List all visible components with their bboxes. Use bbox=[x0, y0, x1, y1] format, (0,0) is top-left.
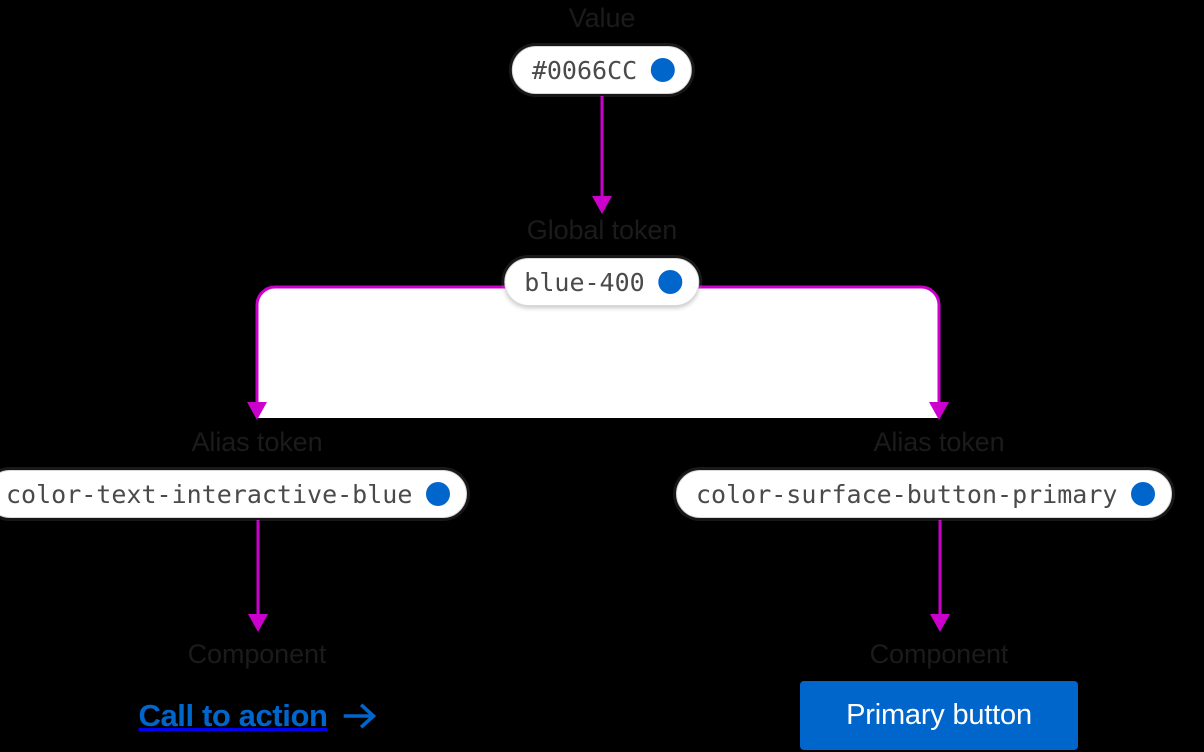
token-pill-value[interactable]: #0066CC bbox=[511, 46, 693, 94]
token-pill-value-text: #0066CC bbox=[531, 55, 638, 85]
token-pill-alias-surface-button-primary[interactable]: color-surface-button-primary bbox=[676, 470, 1173, 518]
arrowhead-bracket-left bbox=[247, 402, 267, 420]
stage-label-alias-token-right: Alias token bbox=[873, 427, 1005, 457]
stage-label-component-left: Component bbox=[187, 639, 327, 669]
color-swatch-icon bbox=[658, 270, 683, 294]
stage-label-value: Value bbox=[568, 3, 636, 33]
arrowhead-bracket-right bbox=[929, 402, 949, 420]
token-pill-alias-right-text: color-surface-button-primary bbox=[696, 479, 1118, 509]
color-swatch-icon bbox=[426, 482, 451, 506]
arrow-right-icon bbox=[343, 702, 377, 729]
token-pill-global-text: blue-400 bbox=[524, 267, 645, 297]
stage-label-component-right: Component bbox=[869, 639, 1009, 669]
token-pill-alias-left-text: color-text-interactive-blue bbox=[6, 479, 413, 509]
stage-label-global-token: Global token bbox=[526, 215, 678, 245]
primary-button[interactable]: Primary button bbox=[800, 681, 1078, 750]
token-pill-alias-text-interactive-blue[interactable]: color-text-interactive-blue bbox=[0, 470, 468, 518]
stage-label-alias-token-left: Alias token bbox=[191, 427, 323, 457]
arrowhead-alias-left-to-component bbox=[248, 614, 268, 632]
color-swatch-icon bbox=[651, 58, 676, 82]
arrowhead-value-to-global bbox=[592, 196, 612, 214]
token-pill-global[interactable]: blue-400 bbox=[504, 258, 700, 306]
bracket-fill bbox=[256, 286, 940, 418]
call-to-action-label: Call to action bbox=[138, 698, 328, 733]
arrowhead-alias-right-to-component bbox=[930, 614, 950, 632]
call-to-action-link[interactable]: Call to action bbox=[138, 700, 377, 731]
color-swatch-icon bbox=[1131, 482, 1156, 506]
